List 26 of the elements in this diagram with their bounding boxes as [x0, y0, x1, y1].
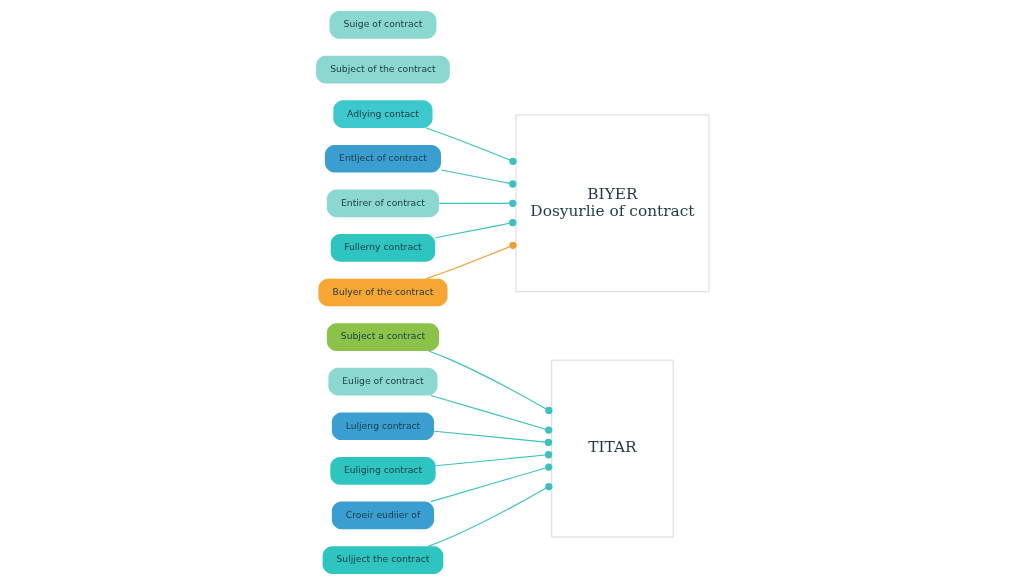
node-box: Croeir eudiier of	[331, 501, 434, 530]
node-box: Luljeng contract	[331, 412, 434, 441]
node-box: Entlject of contract	[324, 144, 441, 173]
node-box: Fullerny contract	[330, 234, 435, 262]
connector	[425, 127, 517, 165]
node-box: Adlying contact	[332, 100, 433, 128]
node-box: TITAR	[550, 359, 674, 538]
connector	[433, 430, 552, 447]
connector	[429, 463, 552, 503]
node-box: Suige of contract	[329, 11, 436, 39]
connector	[434, 219, 516, 239]
connector	[438, 199, 516, 207]
node-box: Subject of the contract	[315, 55, 450, 84]
node-box: BIYER Dosyurlie of contract	[515, 114, 709, 293]
node-box: Subject a contract	[326, 323, 439, 351]
node-box: Eulige of contract	[327, 367, 438, 396]
node-box: Euliging contract	[329, 457, 436, 485]
connector	[427, 482, 552, 547]
node-box: Entirer of contract	[326, 189, 439, 218]
connector	[427, 350, 552, 415]
connector	[434, 451, 552, 467]
node-box: Suljject the contract	[322, 546, 443, 574]
connector	[429, 394, 552, 434]
connector	[425, 241, 517, 280]
connector	[440, 169, 516, 188]
node-box: Bulyer of the contract	[317, 278, 448, 307]
